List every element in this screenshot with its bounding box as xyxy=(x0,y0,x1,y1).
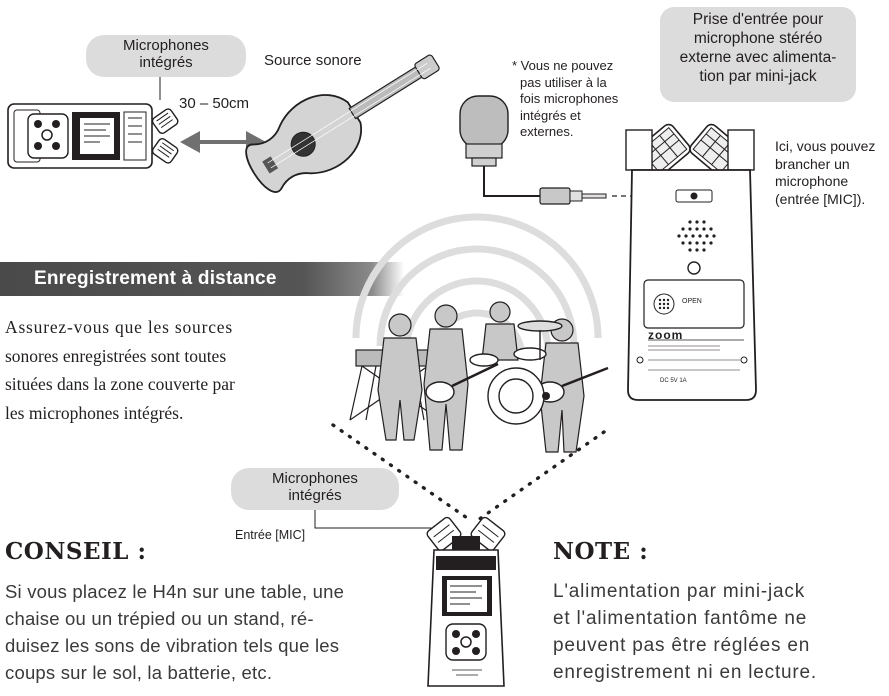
section-paragraph-line: situées dans la zone couverte par xyxy=(5,374,235,394)
device-brand: zoom xyxy=(648,328,684,342)
section-title: Enregistrement à distance xyxy=(34,268,277,289)
section-paragraph-line: sonores enregistrées sont toutes xyxy=(5,345,227,366)
source-label: Source sonore xyxy=(264,52,362,69)
star-note-line: * Vous ne pouvez xyxy=(512,58,614,73)
side-note-line: Ici, vous pouvez xyxy=(775,138,876,154)
section-paragraph-line: Assurez-vous que les sources xyxy=(5,317,233,337)
section-title-bar xyxy=(0,262,404,296)
callout-line: tion par mini-jack xyxy=(699,68,817,85)
callout-mic-input: Prise d'entrée pour microphone stéréo ex… xyxy=(660,7,856,102)
star-note-line: intégrés et xyxy=(520,107,581,123)
conseil-heading: CONSEIL : xyxy=(5,538,147,565)
note-body: L'alimentation par mini-jack et l'alimen… xyxy=(553,578,817,686)
section-paragraph-line: les microphones intégrés. xyxy=(5,402,184,423)
conseil-body: Si vous placez le H4n sur une table, une… xyxy=(5,578,344,686)
side-note-line: brancher un xyxy=(775,155,850,172)
mic-label-bottom: Microphones intégrés xyxy=(231,468,399,510)
device-dc-label: DC 5V 1A xyxy=(660,378,687,384)
side-note: Ici, vous pouvez brancher un microphone … xyxy=(775,138,875,208)
distance-label: 30 – 50cm xyxy=(179,95,250,112)
side-note-line: (entrée [MIC]). xyxy=(775,190,866,207)
mic-label-top-line2: intégrés xyxy=(139,54,193,71)
callout-line: Prise d'entrée pour xyxy=(692,11,824,28)
section-paragraph: Assurez-vous que les sources sonores enr… xyxy=(5,313,235,427)
note-line: L'alimentation par mini-jack xyxy=(553,581,806,602)
mic-label-top: Microphones intégrés xyxy=(86,35,246,77)
star-note-line: externes. xyxy=(520,124,574,139)
star-note-line: fois microphones xyxy=(520,91,619,106)
note-heading: NOTE : xyxy=(553,538,649,565)
mic-input-label: Entrée [MIC] xyxy=(235,528,306,542)
conseil-line: Si vous placez le H4n sur une table, une xyxy=(5,581,345,602)
conseil-line: coups sur le sol, la batterie, etc. xyxy=(5,662,273,683)
side-note-line: microphone xyxy=(775,173,849,189)
mic-label-top-line1: Microphones xyxy=(123,37,209,54)
note-line: enregistrement ni en lecture. xyxy=(553,662,817,683)
conseil-line: chaise ou un trépied ou un stand, ré- xyxy=(5,608,314,629)
callout-line: externe avec alimenta- xyxy=(679,49,837,66)
device-open-label: OPEN xyxy=(682,298,702,305)
mic-label-bottom-line2: intégrés xyxy=(288,487,342,504)
mic-label-bottom-line1: Microphones xyxy=(272,470,358,487)
note-line: peuvent pas être réglées en xyxy=(553,635,811,656)
callout-line: microphone stéréo xyxy=(693,30,823,47)
conseil-line: duisez les sons de vibration tels que le… xyxy=(5,635,340,656)
note-line: et l'alimentation fantôme ne xyxy=(553,608,808,629)
star-note-line: pas utiliser à la xyxy=(520,74,607,90)
star-note: * Vous ne pouvez pas utiliser à la fois … xyxy=(512,58,618,141)
